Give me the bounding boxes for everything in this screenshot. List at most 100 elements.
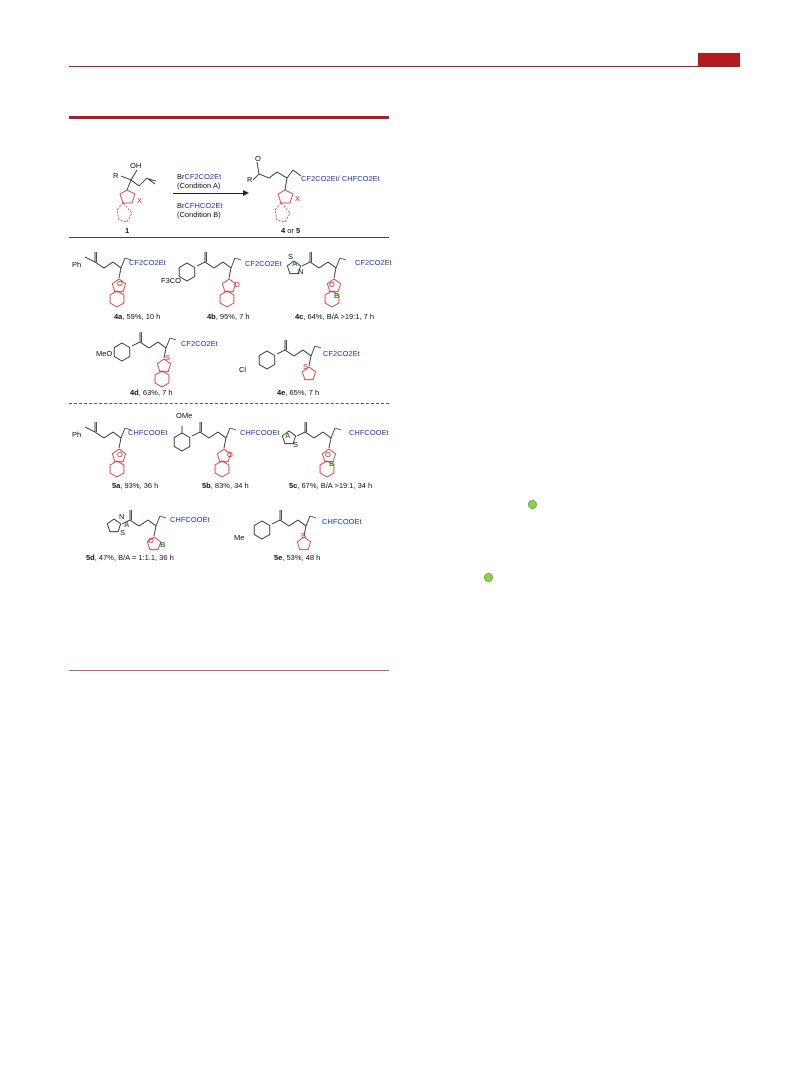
label-5a-chain: CHFCOOEt — [128, 428, 168, 437]
label-5b-sub: OMe — [176, 411, 193, 420]
product-structure — [253, 161, 302, 223]
structure-4d — [113, 332, 177, 388]
label-5a-het: O — [117, 450, 123, 459]
compound-id: 5b — [202, 481, 211, 490]
compound-caption: , 47%, B/A = 1:1.1, 36 h — [94, 553, 174, 562]
reaction-arrow-head — [243, 190, 249, 196]
structure-4e — [258, 340, 322, 381]
reaction-arrow — [173, 193, 245, 194]
header-tab — [698, 53, 740, 66]
start-x-label: X — [137, 196, 143, 205]
compound-caption: , 53%, 48 h — [282, 553, 321, 562]
label-4a-sub: Ph — [72, 260, 82, 269]
label-5d-n: N — [119, 512, 125, 521]
label-5c-het: O — [325, 450, 331, 459]
caption-4b: 4b, 95%, 7 h — [207, 312, 250, 321]
compound-caption: , 95%, 7 h — [215, 312, 250, 321]
label-4b-chain: CF2CO2Et — [245, 259, 282, 268]
condition-b-label: (Condition B) — [177, 210, 221, 219]
label-4b-sub: F3CO — [161, 276, 182, 285]
structure-5d — [106, 510, 167, 551]
reagent-b-formula: CFHCO2Et — [184, 201, 223, 210]
structure-5b — [173, 422, 237, 478]
compound-caption: , 93%, 36 h — [120, 481, 159, 490]
start-r-label: R — [113, 171, 119, 180]
label-4d-het: S — [165, 353, 171, 362]
label-5e-het: S — [301, 531, 307, 540]
label-4a-het: O — [117, 279, 123, 288]
label-5d-s: S — [120, 528, 126, 537]
reagent-a: BrCF2CO2Et — [177, 172, 221, 181]
start-oh-label: OH — [130, 161, 142, 170]
caption-5e: 5e, 53%, 48 h — [274, 553, 320, 562]
reference-dot-2[interactable] — [484, 573, 493, 582]
compound-id: 4b — [207, 312, 216, 321]
label-5e-chain: CHFCOOEt — [322, 517, 362, 526]
structure-4a — [84, 252, 132, 308]
series-divider — [69, 403, 389, 404]
compound-caption: , 83%, 34 h — [210, 481, 249, 490]
label-4d-sub: MeO — [96, 349, 113, 358]
compound-id: 4a — [114, 312, 123, 321]
label-4c-tag-a: A — [292, 259, 298, 268]
label-4e-chain: CF2CO2Et — [323, 349, 360, 358]
reference-dot-1[interactable] — [528, 500, 537, 509]
label-4c-tag-b: B — [334, 291, 340, 300]
compound-caption: , 65%, 7 h — [285, 388, 320, 397]
reagent-b-br: Br — [177, 201, 185, 210]
product-chain-label: CF2CO2Et/ CHFCO2Et — [301, 174, 380, 183]
structure-5c — [281, 422, 342, 478]
caption-5c: 5c, 67%, B/A >19:1, 34 h — [289, 481, 372, 490]
table-top-bar — [69, 116, 389, 119]
label-5a-sub: Ph — [72, 430, 82, 439]
reagent-a-br: Br — [177, 172, 185, 181]
label-5e-sub: Me — [234, 533, 245, 542]
caption-4a: 4a, 59%, 10 h — [114, 312, 160, 321]
label-5b-chain: CHFCOOEt — [240, 428, 280, 437]
label-4a-chain: CF2CO2Et — [129, 258, 166, 267]
label-4c-het: O — [329, 280, 335, 289]
label-5b-het: O — [227, 450, 233, 459]
caption-4d: 4d, 63%, 7 h — [130, 388, 173, 397]
label-5d-tag-b: B — [160, 540, 166, 549]
label-4e-het: S — [303, 362, 309, 371]
product-x-label: X — [295, 194, 301, 203]
structure-5a — [84, 422, 132, 478]
label-4d-chain: CF2CO2Et — [181, 339, 218, 348]
condition-a-label: (Condition A) — [177, 181, 221, 190]
structure-5e — [253, 510, 317, 551]
label-4c-chain: CF2CO2Et — [355, 258, 392, 267]
label-4b-het: O — [234, 280, 240, 289]
product-number-a: 4 — [281, 226, 286, 235]
structure-4b — [178, 252, 242, 308]
product-number-or: or — [285, 226, 297, 235]
label-4e-sub: Cl — [239, 365, 247, 374]
compound-caption: , 64%, B/A >19:1, 7 h — [303, 312, 375, 321]
caption-5b: 5b, 83%, 34 h — [202, 481, 249, 490]
compound-id: 4e — [277, 388, 286, 397]
label-4c-n: N — [298, 267, 304, 276]
caption-4e: 4e, 65%, 7 h — [277, 388, 319, 397]
start-number: 1 — [125, 226, 130, 235]
caption-5d: 5d, 47%, B/A = 1:1.1, 36 h — [86, 553, 174, 562]
product-number: 4 or 5 — [281, 226, 300, 235]
product-r-label: R — [247, 175, 253, 184]
compound-id: 5d — [86, 553, 95, 562]
label-5c-s: S — [293, 440, 299, 449]
compound-id: 5a — [112, 481, 121, 490]
compound-caption: , 59%, 10 h — [122, 312, 161, 321]
reaction-scheme: R OH X 1 BrCF2CO2Et (Condition A) BrCFHC… — [69, 150, 389, 240]
start-material-structure — [116, 169, 157, 223]
compound-id: 5c — [289, 481, 298, 490]
caption-4c: 4c, 64%, B/A >19:1, 7 h — [295, 312, 374, 321]
caption-5a: 5a, 93%, 36 h — [112, 481, 158, 490]
compound-caption: , 63%, 7 h — [138, 388, 173, 397]
label-5d-chain: CHFCOOEt — [170, 515, 210, 524]
label-5c-tag-a: A — [285, 431, 291, 440]
compound-id: 4d — [130, 388, 139, 397]
compound-id: 4c — [295, 312, 304, 321]
product-number-b: 5 — [296, 226, 301, 235]
label-5c-chain: CHFCOOEt — [349, 428, 389, 437]
structure-4c — [286, 252, 347, 308]
label-5c-tag-b: B — [329, 459, 335, 468]
